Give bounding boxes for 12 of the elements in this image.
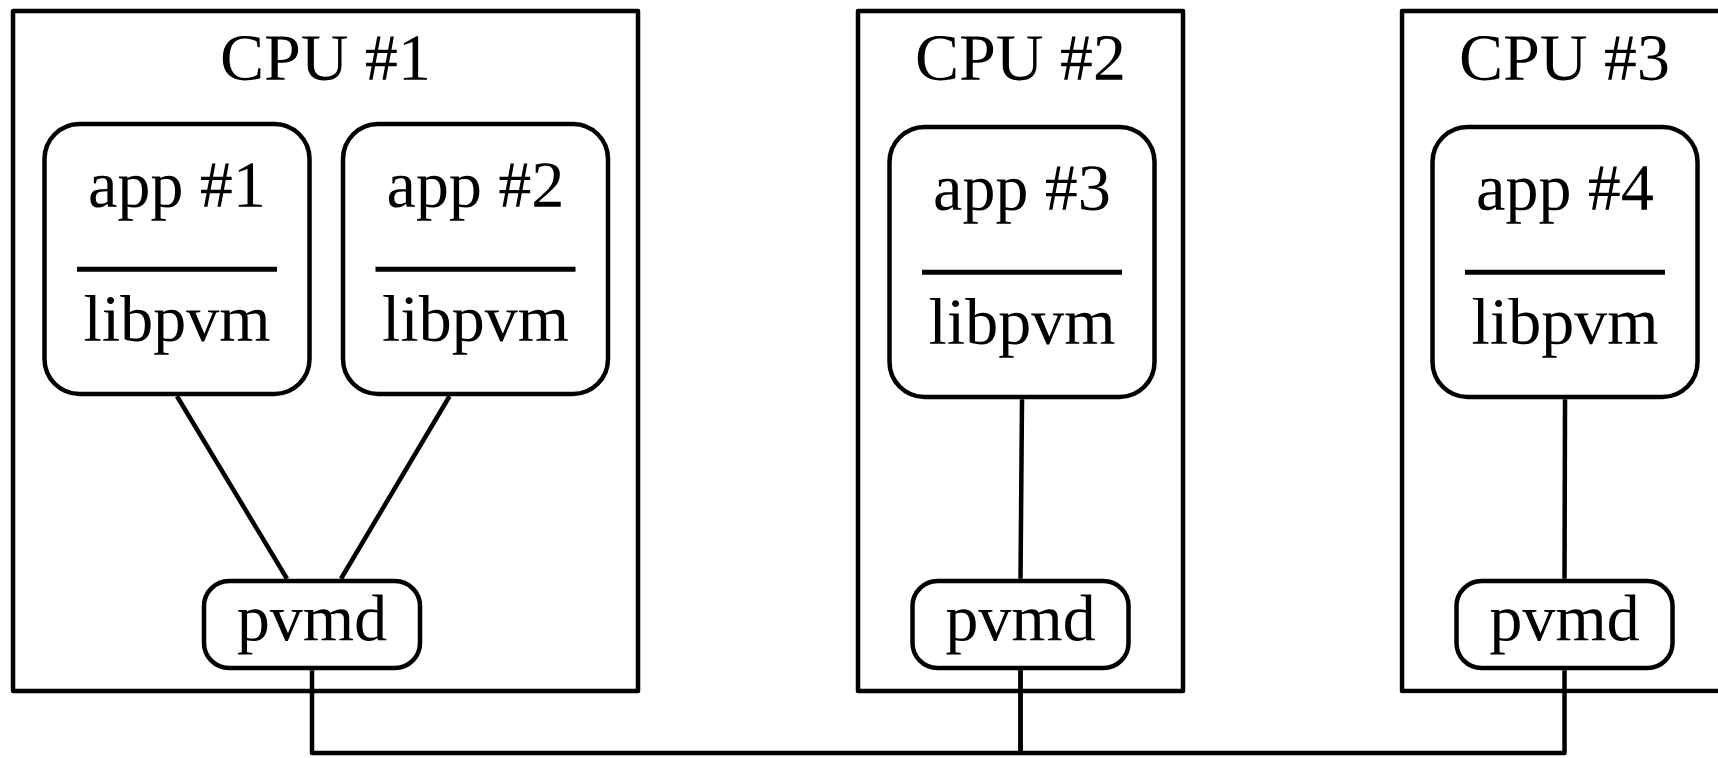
connector-line [339,395,452,580]
bus-line [1018,670,1567,756]
daemon-box: pvmd [910,578,1131,671]
app-box: app #2 libpvm [340,121,611,397]
connector-line [175,395,289,580]
connector-line [1018,399,1025,579]
daemon-box: pvmd [1454,578,1675,671]
app-box: app #1 libpvm [42,121,312,397]
app-box: app #3 libpvm [887,124,1157,400]
daemon-box: pvmd [201,578,423,671]
app-box: app #4 libpvm [1430,124,1700,400]
connector-line [1562,399,1568,579]
